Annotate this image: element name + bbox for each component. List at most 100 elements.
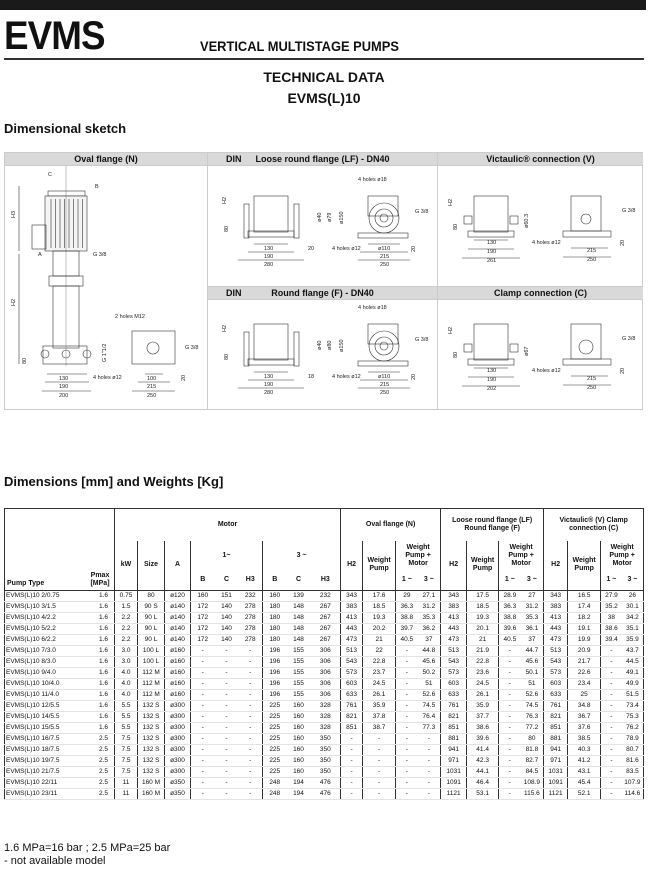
cell-lf-h2: 881: [440, 733, 467, 745]
cell-size: 132 S: [137, 766, 165, 778]
dimension-label: 4 holes ø12: [532, 240, 561, 246]
cell-lf-weight-3ph: 80: [520, 733, 544, 745]
cell-kw: 5.5: [114, 711, 138, 723]
cell-vc-weight-pump: 19.9: [567, 634, 601, 646]
cell-b-3ph: 160: [262, 590, 287, 602]
cell-vc-weight-3ph: 34.2: [621, 612, 644, 624]
cell-kw: 1.5: [114, 601, 138, 613]
panel-title: Victaulic® connection (V): [438, 153, 643, 166]
cell-pmax: 1.6: [80, 700, 115, 712]
dimension-label: ø110: [378, 374, 390, 380]
cell-lf-weight-1ph: 36.3: [498, 601, 521, 613]
cell-lf-weight-3ph: 115.6: [520, 788, 544, 800]
dimension-label: 80: [453, 352, 459, 358]
dimension-label: 20: [620, 240, 626, 246]
dimension-label: 20: [411, 374, 417, 380]
cell-lf-weight-1ph: -: [498, 777, 521, 789]
cell-h3-3ph: 267: [310, 601, 341, 613]
cell-oval-weight-3ph: -: [417, 777, 441, 789]
cell-vc-weight-1ph: 27.9: [600, 590, 622, 602]
cell-vc-weight-1ph: 38.6: [600, 623, 622, 635]
cell-h3-3ph: 350: [310, 733, 341, 745]
cell-vc-h2: 821: [543, 711, 568, 723]
dimension-label: 190: [264, 382, 273, 388]
cell-oval-weight-3ph: -: [417, 755, 441, 767]
cell-kw: 2.2: [114, 634, 138, 646]
cell-h3-1ph: -: [238, 711, 263, 723]
pump-base: [247, 230, 295, 238]
cell-b-1ph: 172: [190, 623, 215, 635]
port-right: [509, 215, 519, 225]
cell-vc-weight-1ph: 39.4: [600, 634, 622, 646]
flange-bore: [379, 341, 389, 351]
cell-vc-weight-pump: 21.7: [567, 656, 601, 668]
cell-b-3ph: 225: [262, 722, 287, 734]
oval-flange-drawing: C B H3 A G 3/8 H2 2 holes M12 G 3/8 80 G…: [11, 166, 198, 399]
pump-base: [467, 230, 515, 238]
terminal-box: [31, 224, 47, 250]
dimension-label: 4 holes ø12: [332, 374, 361, 380]
cell-size: 112 M: [137, 689, 165, 701]
pump-base: [42, 345, 88, 365]
cell-pmax: 2.5: [80, 777, 115, 789]
cell-oval-h2: -: [340, 733, 363, 745]
cell-size: 132 S: [137, 700, 165, 712]
dimension-label: 215: [380, 382, 389, 388]
cell-oval-weight-1ph: -: [395, 766, 418, 778]
cell-vc-weight-3ph: 44.5: [621, 656, 644, 668]
cell-vc-h2: 1091: [543, 777, 568, 789]
dimension-label: 280: [264, 390, 273, 396]
cell-pump-type: EVMS(L)10 9/4.0: [4, 667, 81, 679]
cell-b-1ph: -: [190, 711, 215, 723]
cell-oval-weight-pump: 20.2: [362, 623, 396, 635]
cell-c-3ph: 148: [286, 612, 311, 624]
cell-vc-weight-3ph: 80.7: [621, 744, 644, 756]
cell-kw: 11: [114, 788, 138, 800]
cell-b-3ph: 248: [262, 777, 287, 789]
cell-pmax: 1.6: [80, 722, 115, 734]
round-flange: [368, 202, 400, 234]
dimension-label: ø60.3: [524, 214, 530, 228]
cell-pmax: 2.5: [80, 788, 115, 800]
dimension-label: 4 holes ø12: [93, 375, 122, 381]
cell-oval-weight-1ph: -: [395, 700, 418, 712]
dimension-label: ø110: [378, 246, 390, 252]
brand-title: EVMS: [4, 14, 106, 58]
cell-b-3ph: 225: [262, 711, 287, 723]
cell-h3-3ph: 476: [310, 788, 341, 800]
dimension-label: ø150: [339, 211, 345, 224]
cell-pump-type: EVMS(L)10 15/5.5: [4, 722, 81, 734]
cell-lf-weight-1ph: 39.6: [498, 623, 521, 635]
cell-lf-weight-3ph: 45.6: [520, 656, 544, 668]
section-dimensional-sketch: Dimensional sketch: [4, 121, 127, 136]
cell-lf-weight-3ph: 76.3: [520, 711, 544, 723]
cell-lf-weight-3ph: 77.2: [520, 722, 544, 734]
col-weight-pump: Weight Pump: [466, 540, 499, 591]
cell-c-1ph: -: [214, 777, 239, 789]
cell-lf-weight-1ph: -: [498, 755, 521, 767]
cell-oval-h2: -: [340, 788, 363, 800]
cell-vc-weight-pump: 16.5: [567, 590, 601, 602]
cell-pmax: 1.6: [80, 689, 115, 701]
cell-oval-weight-3ph: -: [417, 744, 441, 756]
cell-c-3ph: 160: [286, 766, 311, 778]
cell-vc-weight-pump: 37.6: [567, 722, 601, 734]
side-base: [562, 230, 612, 238]
dimension-label: 190: [487, 249, 496, 255]
cell-b-1ph: -: [190, 645, 215, 657]
cell-lf-weight-pump: 38.6: [466, 722, 499, 734]
cell-c-1ph: -: [214, 766, 239, 778]
dimension-label: 2 holes M12: [115, 314, 145, 320]
cell-b-3ph: 225: [262, 766, 287, 778]
cell-h3-3ph: 267: [310, 612, 341, 624]
cell-pmax: 2.5: [80, 755, 115, 767]
pressure-note: 1.6 MPa=16 bar ; 2.5 MPa=25 bar: [4, 842, 171, 854]
cell-a: ø160: [164, 689, 191, 701]
cell-c-1ph: -: [214, 700, 239, 712]
cell-c-1ph: -: [214, 667, 239, 679]
